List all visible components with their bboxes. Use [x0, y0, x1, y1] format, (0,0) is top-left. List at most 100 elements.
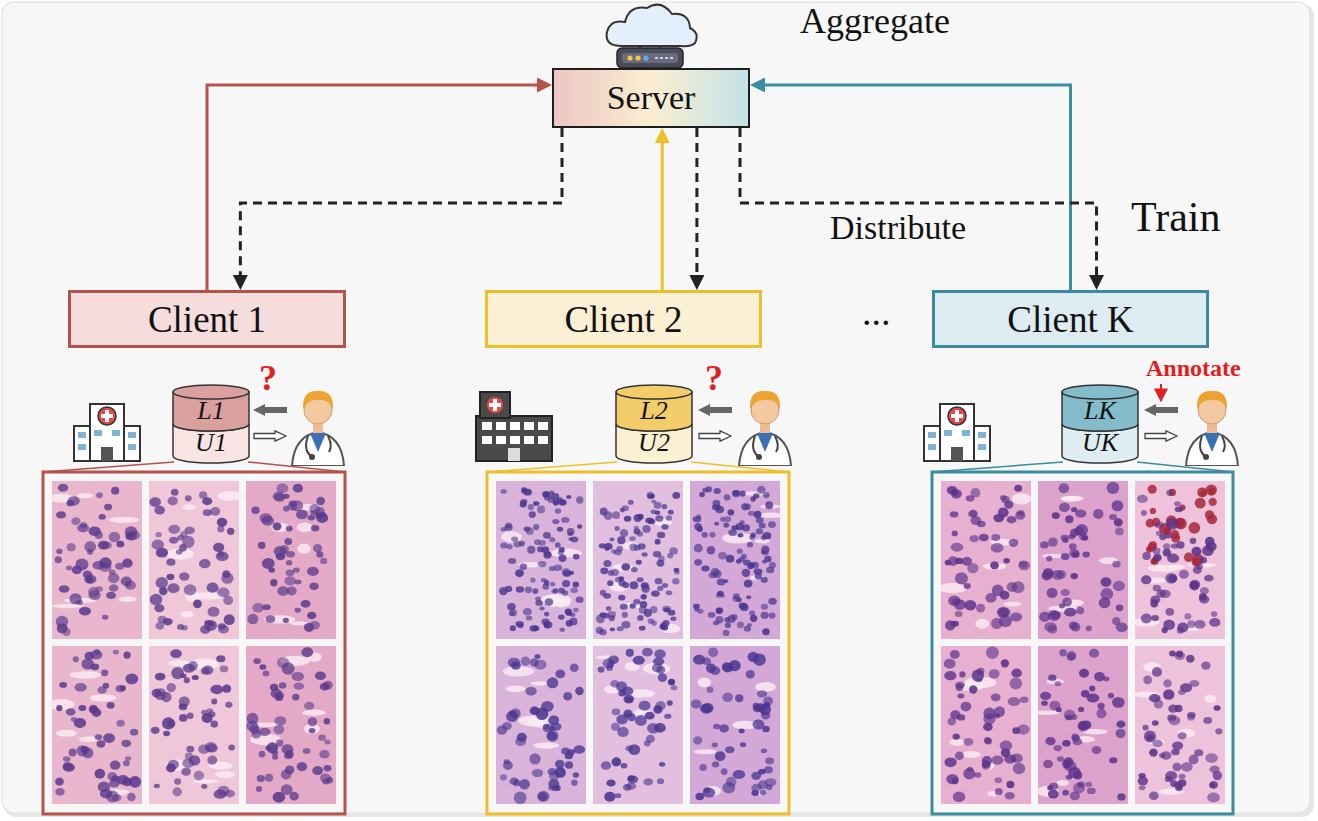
histology-tiles	[634, 526, 639, 530]
histology-tiles	[496, 481, 586, 639]
histology-tiles	[1165, 608, 1174, 616]
histology-tiles	[1166, 490, 1173, 496]
histology-tiles	[1116, 623, 1128, 633]
histology-tiles	[500, 543, 507, 549]
database-cylinder: L1U1	[172, 384, 250, 464]
histology-tiles	[950, 511, 959, 517]
histology-tiles	[724, 516, 731, 522]
histology-tiles	[1076, 607, 1084, 615]
histology-tiles	[721, 768, 728, 775]
histology-tiles	[543, 551, 551, 558]
cloud-server-icon	[622, 53, 678, 63]
histology-tiles	[610, 628, 615, 632]
histology-tiles	[1205, 537, 1215, 546]
histology-tiles	[1152, 720, 1159, 726]
histology-tiles	[1069, 549, 1079, 557]
histology-tiles	[206, 744, 218, 753]
histology-tiles	[765, 501, 773, 509]
histology-tiles	[661, 622, 667, 627]
histology-tiles	[56, 730, 77, 737]
histology-tiles	[1176, 541, 1184, 548]
histology-tiles	[693, 604, 700, 609]
histology-tiles	[218, 551, 224, 557]
histology-tiles	[528, 504, 534, 510]
histology-tiles	[81, 658, 94, 669]
histology-tiles	[757, 690, 768, 697]
histology-tiles	[644, 609, 652, 617]
histology-tiles	[316, 497, 325, 505]
histology-tiles	[622, 612, 628, 618]
histology-tiles	[707, 546, 716, 554]
histology-tiles	[313, 544, 322, 552]
histology-tiles	[1172, 763, 1181, 771]
histology-tiles	[123, 651, 130, 658]
histology-tiles	[259, 664, 266, 669]
histology-tiles	[742, 524, 750, 531]
histology-tiles	[228, 745, 235, 751]
histology-tiles	[1187, 713, 1195, 720]
histology-tiles	[1209, 766, 1219, 774]
illustration	[292, 391, 344, 466]
histology-tiles	[66, 543, 75, 551]
histology-tiles	[1018, 561, 1030, 571]
histology-tiles	[294, 682, 304, 689]
histology-tiles	[962, 557, 972, 566]
histology-tiles	[697, 609, 703, 614]
histology-tiles	[220, 666, 228, 673]
histology-tiles	[1200, 557, 1208, 564]
illustration	[698, 404, 732, 416]
histology-tiles	[568, 571, 574, 575]
histology-tiles	[558, 614, 565, 619]
histology-tiles	[510, 625, 516, 631]
histology-tiles	[657, 778, 664, 784]
histology-tiles	[643, 778, 653, 785]
histology-tiles	[742, 569, 750, 577]
box-label: Client 1	[148, 301, 266, 338]
histology-tiles	[554, 564, 562, 571]
histology-tiles	[1143, 676, 1152, 685]
histology-tiles	[1087, 693, 1100, 702]
histology-tiles	[609, 537, 614, 541]
histology-tiles	[1007, 516, 1017, 523]
histology-tiles	[224, 614, 235, 625]
histology-tiles	[167, 496, 177, 505]
histology-tiles	[633, 656, 645, 665]
histology-tiles	[48, 646, 142, 804]
histology-tiles	[941, 646, 1031, 804]
histology-tiles	[1162, 627, 1168, 633]
histology-tiles	[600, 590, 606, 596]
histology-tiles	[994, 777, 1002, 783]
histology-tiles	[85, 652, 94, 660]
histology-tiles	[95, 586, 103, 591]
histology-tiles	[55, 778, 64, 786]
histology-tiles	[983, 707, 995, 719]
histology-tiles	[308, 515, 316, 521]
histology-tiles	[760, 513, 784, 518]
histology-tiles	[703, 788, 716, 798]
histology-tiles	[1038, 646, 1128, 804]
histology-tiles	[570, 613, 576, 617]
histology-tiles	[169, 537, 178, 544]
histology-tiles	[70, 671, 101, 679]
histology-tiles	[542, 583, 549, 589]
histology-tiles	[991, 693, 1001, 701]
histology-tiles	[617, 536, 625, 544]
histology-tiles	[944, 671, 956, 680]
histology-tiles	[211, 699, 217, 705]
histology-tiles	[533, 742, 559, 748]
histology-tiles	[1148, 565, 1179, 572]
histology-tiles	[170, 649, 182, 658]
histology-tiles	[991, 543, 1004, 553]
histology-tiles	[1086, 625, 1093, 631]
histology-tiles	[326, 777, 333, 783]
histology-tiles	[1008, 697, 1021, 706]
histology-tiles	[751, 790, 759, 796]
histology-tiles	[986, 646, 999, 659]
histology-tiles	[714, 488, 721, 494]
histology-tiles	[1179, 774, 1186, 779]
histology-tiles	[756, 528, 763, 534]
histology-tiles	[664, 714, 671, 719]
histology-tiles	[1163, 679, 1171, 687]
histology-tiles	[621, 763, 628, 769]
histology-tiles	[702, 703, 714, 713]
